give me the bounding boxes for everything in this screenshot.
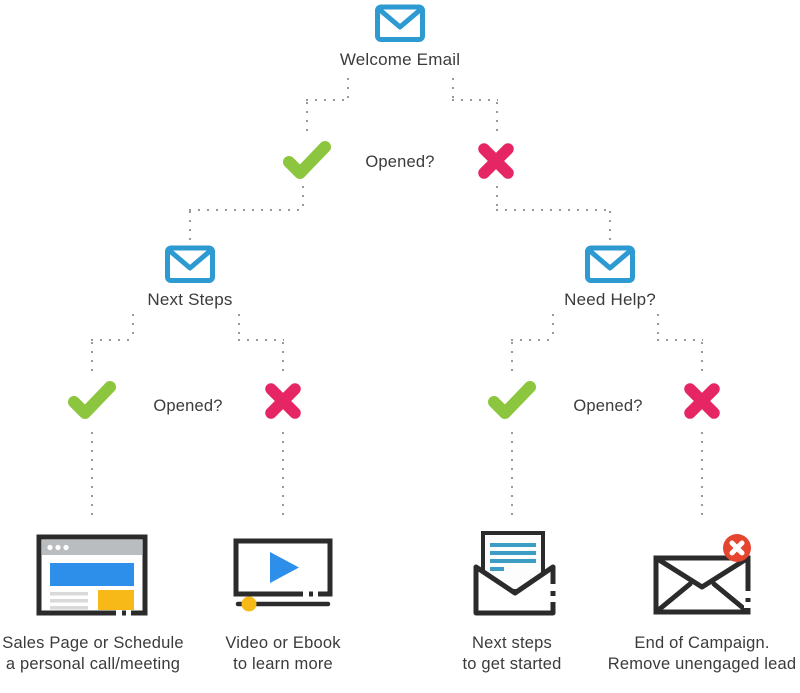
connector-root-left-stub bbox=[347, 78, 349, 101]
outcome-label-line: Video or Ebook bbox=[225, 634, 341, 652]
outcome-label-line: End of Campaign. bbox=[634, 634, 770, 652]
connector-right-stub-a bbox=[552, 314, 554, 339]
connector-to-cross3 bbox=[701, 342, 703, 377]
outcome-label-end-campaign: End of Campaign. Remove unengaged lead bbox=[600, 633, 800, 675]
connector-to-check1 bbox=[306, 102, 308, 138]
question-opened-3: Opened? bbox=[573, 397, 643, 415]
next-steps-envelope-icon bbox=[165, 245, 215, 283]
connector-to-get-started bbox=[511, 432, 513, 518]
branch-right-label: Need Help? bbox=[564, 290, 656, 309]
connector-left-horizontal-a bbox=[91, 339, 134, 341]
cross-icon bbox=[265, 383, 301, 419]
outcome-label-sales-page: Sales Page or Schedule a personal call/m… bbox=[1, 633, 185, 675]
connector-root-right-stub bbox=[452, 78, 454, 101]
connector-right-horizontal-b bbox=[657, 339, 703, 341]
connector-left-stub-a bbox=[132, 314, 134, 339]
connector-check1-horizontal bbox=[189, 209, 303, 211]
connector-root-right-horizontal bbox=[452, 99, 498, 101]
outcome-label-line: Remove unengaged lead bbox=[607, 655, 797, 673]
browser-window-icon bbox=[36, 534, 148, 616]
need-help-envelope-icon bbox=[585, 245, 635, 283]
outcome-label-get-started: Next steps to get started bbox=[432, 633, 592, 675]
connector-to-check2 bbox=[91, 342, 93, 377]
connector-cross1-horizontal bbox=[496, 209, 611, 211]
connector-to-next-steps bbox=[189, 211, 191, 240]
connector-cross1-down bbox=[496, 186, 498, 208]
check-icon bbox=[283, 141, 331, 179]
open-envelope-letter-icon bbox=[473, 531, 558, 616]
connector-to-check3 bbox=[511, 342, 513, 377]
connector-root-left-horizontal bbox=[306, 99, 350, 101]
outcome-label-line: a personal call/meeting bbox=[5, 655, 181, 673]
outcome-label-video: Video or Ebook to learn more bbox=[203, 633, 363, 675]
check-icon bbox=[488, 381, 536, 419]
connector-left-horizontal-b bbox=[238, 339, 284, 341]
cross-icon bbox=[478, 143, 514, 179]
question-opened-2: Opened? bbox=[153, 397, 223, 415]
connector-check1-down bbox=[302, 186, 304, 208]
root-label: Welcome Email bbox=[339, 50, 461, 69]
connector-to-video bbox=[282, 432, 284, 518]
connector-right-horizontal-a bbox=[511, 339, 554, 341]
video-player-icon bbox=[233, 538, 333, 612]
check-icon bbox=[68, 381, 116, 419]
connector-to-sales-page bbox=[91, 432, 93, 518]
branch-left-label: Next Steps bbox=[147, 290, 233, 309]
connector-to-need-help bbox=[609, 211, 611, 240]
welcome-email-envelope-icon bbox=[375, 4, 425, 42]
outcome-label-line: to get started bbox=[462, 655, 562, 673]
envelope-remove-icon bbox=[653, 534, 752, 615]
connector-right-stub-b bbox=[657, 314, 659, 339]
connector-to-cross2 bbox=[282, 342, 284, 377]
cross-icon bbox=[684, 383, 720, 419]
outcome-label-line: to learn more bbox=[233, 655, 333, 673]
connector-to-end-campaign bbox=[701, 432, 703, 518]
connector-left-stub-b bbox=[238, 314, 240, 339]
outcome-label-line: Sales Page or Schedule bbox=[2, 634, 184, 652]
question-opened-1: Opened? bbox=[365, 153, 435, 171]
outcome-label-line: Next steps bbox=[472, 634, 552, 652]
connector-to-cross1 bbox=[496, 102, 498, 138]
